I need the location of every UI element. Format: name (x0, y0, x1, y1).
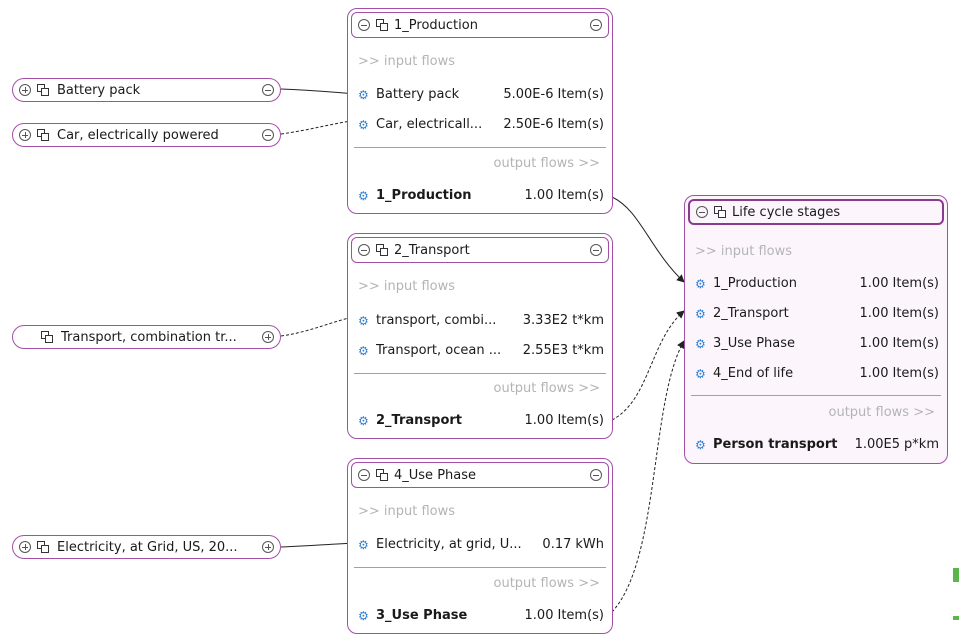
provider-label: Electricity, at Grid, US, 20... (57, 539, 238, 555)
output-flow-row[interactable]: ⚙ Person transport 1.00E5 p*km (695, 437, 939, 452)
flow-gear-icon: ⚙ (695, 437, 706, 452)
input-flow-row[interactable]: ⚙ Electricity, at grid, U... 0.17 kWh (358, 537, 604, 552)
collapse-icon[interactable] (262, 129, 274, 141)
process-box-transport[interactable]: 2_Transport >> input flows ⚙ transport, … (347, 233, 613, 439)
minimap-fragment (953, 616, 959, 620)
process-header[interactable]: 1_Production (351, 12, 609, 38)
link-usephase-output (611, 340, 685, 613)
collapse-icon[interactable] (358, 19, 370, 31)
expand-icon[interactable] (262, 541, 274, 553)
output-flow-row[interactable]: ⚙ 3_Use Phase 1.00 Item(s) (358, 608, 604, 623)
process-box-use-phase[interactable]: 4_Use Phase >> input flows ⚙ Electricity… (347, 458, 613, 634)
output-flows-label: output flows >> (493, 576, 600, 591)
minimize-icon[interactable] (590, 19, 602, 31)
provider-node-electricity[interactable]: Electricity, at Grid, US, 20... (12, 535, 281, 559)
input-flows-label: >> input flows (695, 244, 793, 259)
flow-gear-icon: ⚙ (358, 413, 369, 428)
divider (354, 567, 606, 568)
input-flow-row[interactable]: ⚙ 4_End of life 1.00 Item(s) (695, 366, 939, 381)
process-title: 2_Transport (394, 242, 470, 258)
divider (354, 373, 606, 374)
minimize-icon[interactable] (590, 469, 602, 481)
link-electricity (280, 539, 358, 548)
process-title: 1_Production (394, 17, 478, 33)
expand-icon[interactable] (262, 331, 274, 343)
process-icon (714, 206, 726, 218)
link-transport-output (611, 310, 685, 421)
input-flows-label: >> input flows (358, 504, 456, 519)
flow-gear-icon: ⚙ (695, 366, 706, 381)
link-car (280, 117, 358, 135)
process-header[interactable]: 4_Use Phase (351, 462, 609, 488)
provider-label: Transport, combination tr... (61, 329, 237, 345)
input-flows-label: >> input flows (358, 279, 456, 294)
input-flow-row[interactable]: ⚙ transport, combi... 3.33E2 t*km (358, 313, 604, 328)
link-battery-pack (280, 88, 358, 98)
flow-gear-icon: ⚙ (358, 537, 369, 552)
flow-gear-icon: ⚙ (695, 306, 706, 321)
process-icon (376, 244, 388, 256)
provider-node-transport-combination[interactable]: Transport, combination tr... (12, 325, 281, 349)
process-title: 4_Use Phase (394, 467, 477, 483)
collapse-icon[interactable] (696, 206, 708, 218)
output-flows-label: output flows >> (493, 156, 600, 171)
input-flow-row[interactable]: ⚙ 2_Transport 1.00 Item(s) (695, 306, 939, 321)
minimize-icon[interactable] (590, 244, 602, 256)
provider-label: Car, electrically powered (57, 127, 219, 143)
flow-gear-icon: ⚙ (358, 313, 369, 328)
flow-gear-icon: ⚙ (695, 336, 706, 351)
provider-node-car[interactable]: Car, electrically powered (12, 123, 281, 147)
input-flow-row[interactable]: ⚙ Transport, ocean ... 2.55E3 t*km (358, 343, 604, 358)
flow-gear-icon: ⚙ (358, 343, 369, 358)
process-box-life-cycle-stages[interactable]: Life cycle stages >> input flows ⚙ 1_Pro… (684, 195, 948, 464)
collapse-icon[interactable] (358, 244, 370, 256)
collapse-icon[interactable] (358, 469, 370, 481)
link-production-output (611, 196, 685, 283)
link-transport-combination (280, 313, 358, 337)
provider-node-battery-pack[interactable]: Battery pack (12, 78, 281, 102)
process-icon (37, 84, 49, 96)
expand-icon[interactable] (19, 84, 31, 96)
provider-label: Battery pack (57, 82, 141, 98)
input-flows-label: >> input flows (358, 54, 456, 69)
flow-gear-icon: ⚙ (358, 117, 369, 132)
divider (354, 147, 606, 148)
process-header[interactable]: 2_Transport (351, 237, 609, 263)
input-flow-row[interactable]: ⚙ 3_Use Phase 1.00 Item(s) (695, 336, 939, 351)
expand-icon[interactable] (19, 541, 31, 553)
output-flows-label: output flows >> (828, 405, 935, 420)
input-flow-row[interactable]: ⚙ Battery pack 5.00E-6 Item(s) (358, 87, 604, 102)
flow-gear-icon: ⚙ (358, 87, 369, 102)
flow-gear-icon: ⚙ (358, 188, 369, 203)
process-icon (376, 469, 388, 481)
flow-gear-icon: ⚙ (358, 608, 369, 623)
process-icon (37, 129, 49, 141)
output-flow-row[interactable]: ⚙ 1_Production 1.00 Item(s) (358, 188, 604, 203)
process-title: Life cycle stages (732, 204, 841, 220)
input-flow-row[interactable]: ⚙ 1_Production 1.00 Item(s) (695, 276, 939, 291)
process-icon (376, 19, 388, 31)
output-flows-label: output flows >> (493, 381, 600, 396)
input-flow-row[interactable]: ⚙ Car, electricall... 2.50E-6 Item(s) (358, 117, 604, 132)
collapse-icon[interactable] (262, 84, 274, 96)
expand-icon[interactable] (19, 129, 31, 141)
output-flow-row[interactable]: ⚙ 2_Transport 1.00 Item(s) (358, 413, 604, 428)
process-header[interactable]: Life cycle stages (688, 199, 944, 225)
process-icon (41, 331, 53, 343)
divider (691, 395, 941, 396)
minimap-fragment (953, 568, 959, 582)
flow-gear-icon: ⚙ (695, 276, 706, 291)
process-box-production[interactable]: 1_Production >> input flows ⚙ Battery pa… (347, 8, 613, 214)
process-icon (37, 541, 49, 553)
